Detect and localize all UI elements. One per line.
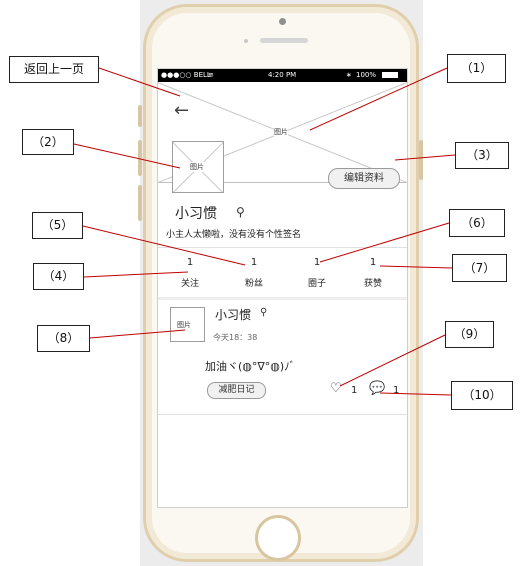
- annotation-9: （9）: [445, 321, 494, 348]
- stat-following-count[interactable]: 1: [186, 257, 194, 268]
- battery-percent: 100%: [356, 71, 377, 79]
- post-tag[interactable]: 减肥日记: [207, 382, 266, 399]
- annotation-5: （5）: [32, 212, 83, 239]
- post-content: 加油ヾ(◍°∇°◍)ﾉﾞ: [205, 360, 296, 373]
- comment-count: 1: [393, 385, 400, 396]
- stat-likes-label[interactable]: 获赞: [363, 279, 382, 289]
- search-icon[interactable]: ⚲: [236, 205, 245, 219]
- edit-profile-button[interactable]: 编辑资料: [328, 168, 400, 189]
- annotation-4: （4）: [33, 263, 84, 290]
- stat-circles-label[interactable]: 圈子: [307, 279, 326, 289]
- stat-followers-count[interactable]: 1: [250, 257, 258, 268]
- annotation-10: （10）: [451, 381, 513, 410]
- wifi-icon: ≋: [208, 71, 214, 79]
- annotation-1: （1）: [447, 54, 506, 83]
- profile-signature: 小主人太懒啦，没有没有个性签名: [166, 230, 302, 240]
- cover-placeholder-label: 图片: [274, 127, 288, 137]
- annotation-7: （7）: [452, 254, 507, 282]
- section-separator: [158, 297, 407, 300]
- avatar[interactable]: 图片: [172, 141, 224, 193]
- avatar-placeholder-label: 图片: [190, 162, 204, 172]
- battery-icon: [382, 72, 398, 78]
- stat-followers-label[interactable]: 粉丝: [244, 279, 263, 289]
- heart-icon[interactable]: ♡: [330, 381, 342, 396]
- stat-circles-count[interactable]: 1: [313, 257, 321, 268]
- like-count: 1: [351, 385, 358, 396]
- bluetooth-icon: ∗: [346, 71, 352, 79]
- annotation-2: （2）: [22, 129, 74, 155]
- earpiece-speaker: [260, 38, 308, 43]
- divider: [158, 414, 407, 415]
- stat-following-label[interactable]: 关注: [180, 279, 199, 289]
- front-camera: [279, 18, 286, 25]
- divider: [158, 247, 407, 248]
- volume-up-button: [138, 140, 142, 176]
- annotation-back: 返回上一页: [9, 56, 99, 83]
- arrow-left-icon[interactable]: ←: [174, 100, 190, 121]
- home-button[interactable]: [255, 515, 301, 561]
- power-button: [419, 140, 423, 180]
- post-avatar-placeholder-label: 图片: [177, 320, 191, 330]
- phone-screen: ●●●○○ BELL ≋ 4:20 PM ∗ 100% 图片 ← 编辑资料 图片…: [157, 68, 408, 508]
- search-icon[interactable]: ⚲: [260, 307, 268, 318]
- post-time: 今天18：38: [213, 333, 258, 342]
- profile-name: 小习惯: [175, 206, 217, 222]
- post-avatar[interactable]: 图片: [170, 307, 205, 342]
- comment-icon[interactable]: 💬: [369, 381, 386, 396]
- stat-likes-count[interactable]: 1: [369, 257, 377, 268]
- volume-down-button: [138, 185, 142, 221]
- status-time: 4:20 PM: [268, 71, 297, 79]
- annotation-6: （6）: [449, 209, 505, 237]
- proximity-sensor: [244, 39, 248, 43]
- mute-switch: [138, 105, 142, 127]
- annotation-8: （8）: [37, 325, 90, 352]
- carrier-signal: ●●●○○ BELL: [161, 71, 211, 79]
- status-bar: ●●●○○ BELL ≋ 4:20 PM ∗ 100%: [158, 69, 407, 82]
- annotation-3: （3）: [455, 142, 509, 169]
- post-author-name[interactable]: 小习惯: [215, 308, 252, 322]
